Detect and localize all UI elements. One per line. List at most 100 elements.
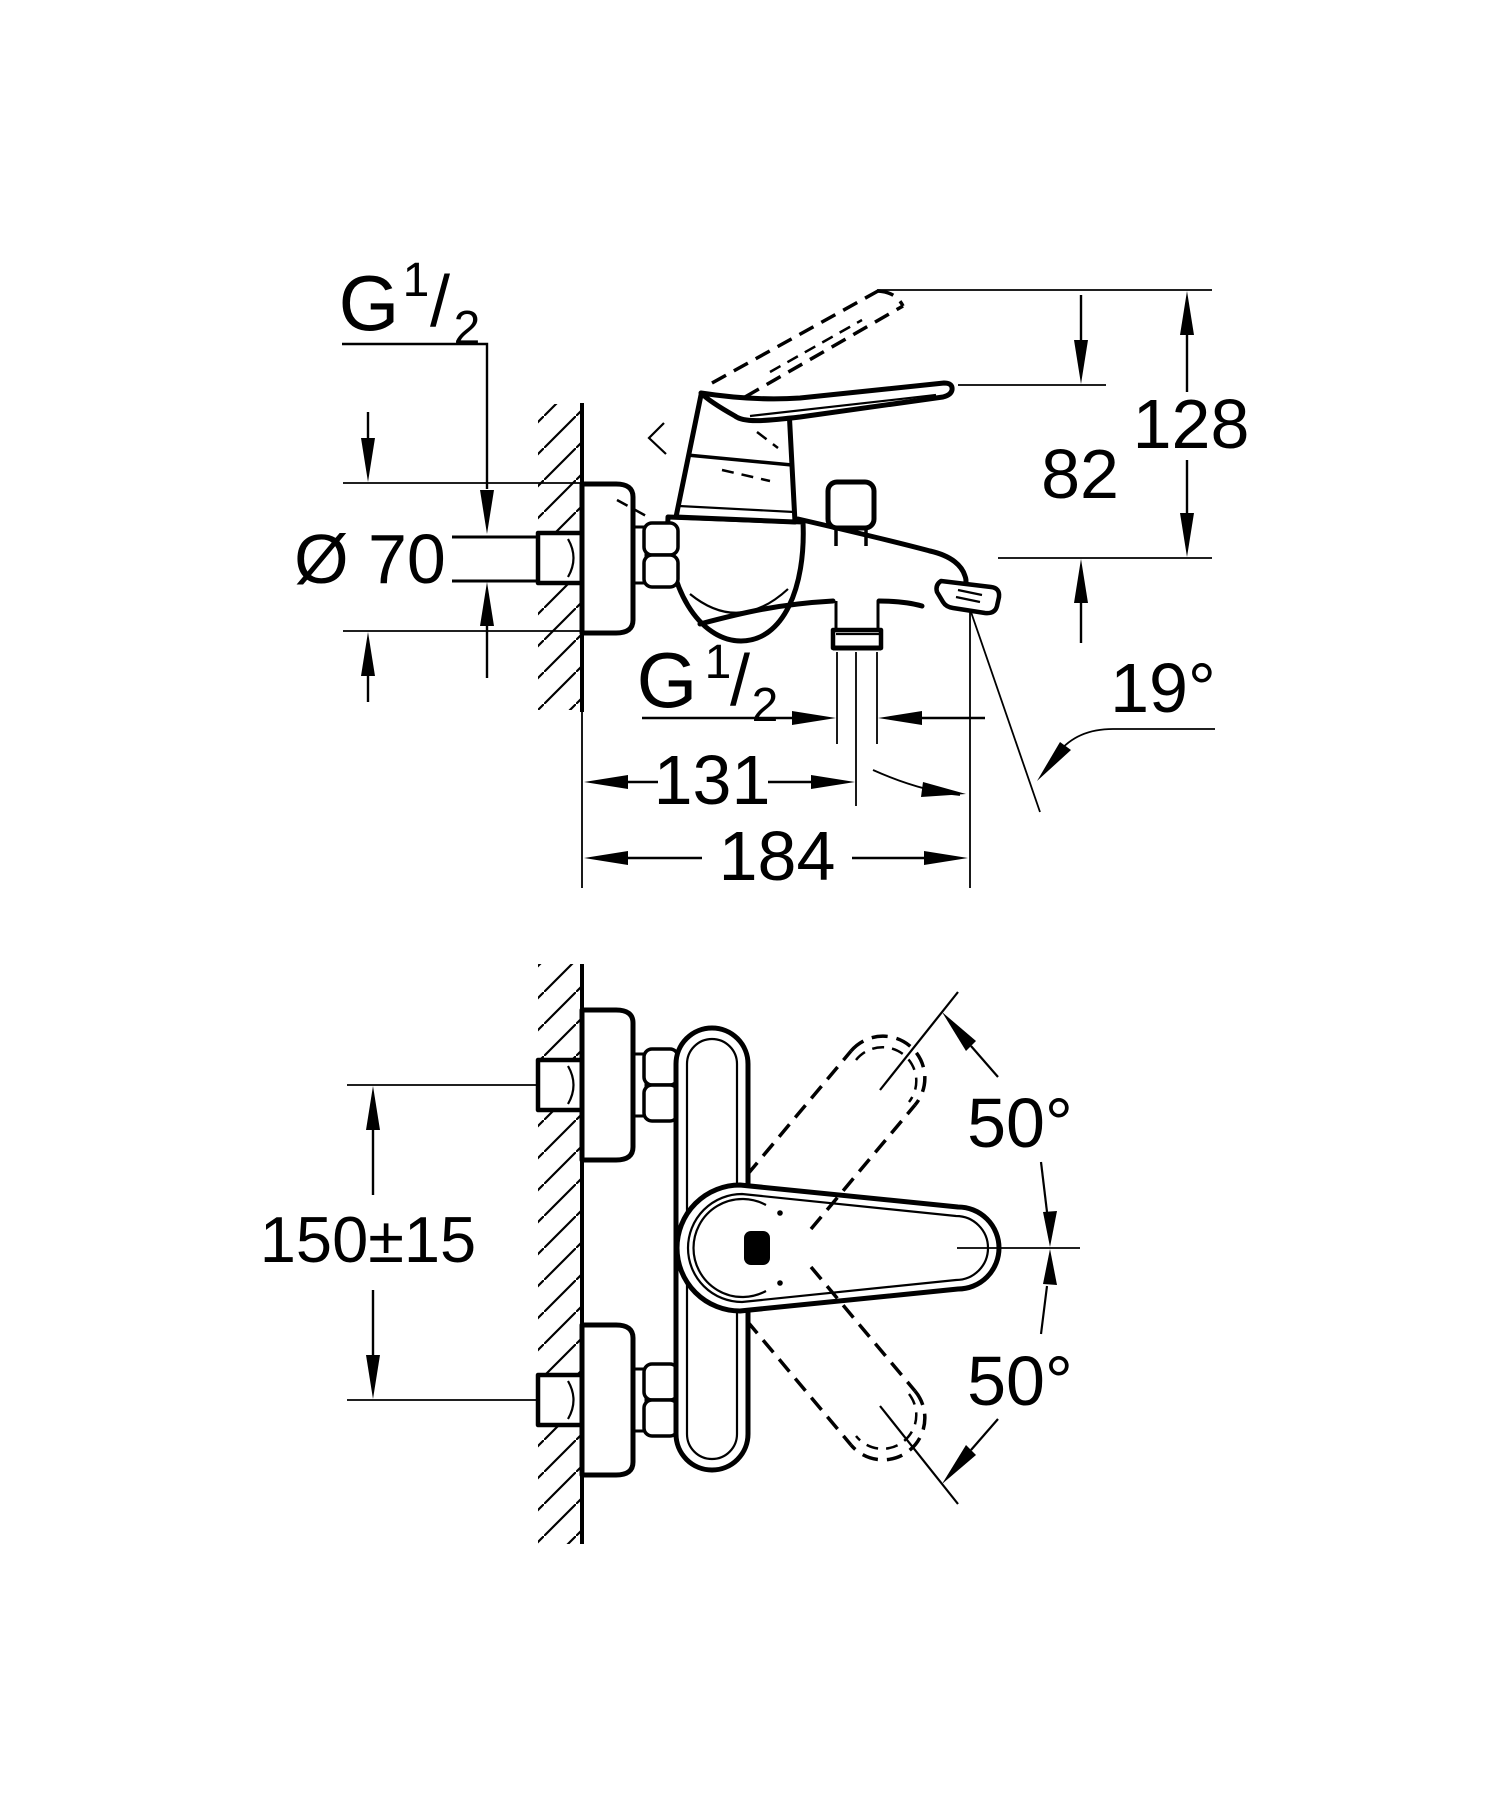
rotated-handle-lower-edge: [745, 1319, 853, 1447]
lever-handle-plan: [674, 1182, 1002, 1314]
arrowhead: [1037, 742, 1071, 781]
dimension-connection-spacing: 150±15: [260, 1086, 476, 1399]
height-handle-label: 82: [1041, 435, 1119, 513]
ghost-mark-left: [647, 422, 667, 455]
arrowhead: [584, 851, 628, 865]
dimension-height-handle: 82: [958, 295, 1119, 643]
dimension-depth-shower-outlet: 131: [584, 652, 857, 819]
thread-bottom-g: G: [637, 636, 698, 724]
lever-handle: [698, 380, 955, 424]
angle-leader: [1057, 728, 1215, 754]
rotated-handle-lower-edge: [809, 1265, 917, 1393]
height-total-label: 128: [1133, 385, 1250, 463]
plan-view: 50° 50° 150±15: [260, 964, 1080, 1544]
mixer-body: [665, 514, 806, 644]
dimension-swing-lower: 50°: [879, 1249, 1073, 1505]
skirt-seam-line: [686, 453, 793, 467]
spout-underside-left: [697, 598, 836, 627]
union-socket-cap: [567, 1065, 575, 1105]
arrowhead: [792, 711, 836, 725]
thread-bottom-numerator: 1: [705, 636, 732, 689]
handle-dot: [777, 1210, 783, 1216]
arrowhead: [366, 1086, 380, 1130]
raised-handle-mid-dash: [769, 318, 863, 374]
handle-dot: [777, 1280, 783, 1286]
spout-angle-line: [970, 611, 1041, 813]
depth-shower-outlet-label: 131: [654, 741, 771, 819]
hex-union-lower-facet: [642, 553, 680, 589]
dimension-spout-angle: 19°: [872, 610, 1216, 888]
arrowhead: [924, 851, 968, 865]
wall-flange: [579, 1322, 636, 1478]
leader-line: [970, 1418, 999, 1451]
flange-diameter-label: Ø 70: [294, 520, 446, 598]
depth-total-label: 184: [719, 817, 836, 895]
spout-underside-right: [876, 598, 925, 609]
arrowhead: [480, 490, 494, 534]
dimension-thread-bottom: G 1 / 2: [637, 636, 985, 744]
cartridge-cap-arc: [692, 1197, 767, 1299]
arrowhead: [361, 438, 375, 482]
dimension-swing-upper: 50°: [879, 991, 1073, 1247]
thread-top-g: G: [339, 259, 400, 347]
thread-top-leader: [342, 342, 489, 489]
ghost-dash-1: [721, 468, 771, 483]
union-socket: [535, 1057, 585, 1113]
thread-top-numerator: 1: [403, 254, 430, 307]
union-socket-cap: [567, 1380, 575, 1420]
rotated-handle-lower-cap: [849, 1389, 927, 1462]
union-socket: [535, 1372, 585, 1428]
lever-inner-line: [749, 393, 937, 418]
arrowhead: [878, 711, 922, 725]
flange-collar: [633, 1367, 648, 1433]
dimension-flange-diameter: Ø 70: [294, 412, 580, 702]
ghost-dash-2: [616, 498, 649, 519]
hex-union-facet: [642, 1398, 680, 1438]
union-socket-cap: [567, 538, 575, 578]
diverter-knob: [825, 479, 877, 531]
hex-union-facet: [642, 1083, 680, 1123]
dimension-height-total: 128: [877, 289, 1250, 559]
arrowhead: [366, 1355, 380, 1399]
arrowhead: [1180, 513, 1194, 557]
thread-bottom-slash: /: [730, 641, 750, 721]
swing-upper-label: 50°: [967, 1084, 1073, 1162]
raised-handle-tip-dash: [877, 289, 905, 307]
arc-line: [1039, 1161, 1049, 1213]
arrowhead: [1074, 340, 1088, 384]
lever-handle-plan-inner: [686, 1192, 990, 1304]
hex-union-upper-facet: [642, 521, 680, 557]
handle-logo-mark: [744, 1231, 770, 1265]
raised-handle-upper-dash: [711, 289, 879, 385]
diverter-knob-stem: [834, 528, 868, 546]
rotated-handle-upper-edge: [809, 1103, 917, 1231]
rotated-handle-lower-cap-inner: [855, 1393, 918, 1451]
arrowhead: [921, 782, 966, 797]
hex-union-facet: [642, 1362, 680, 1402]
side-view: G 1 / 2 Ø 70 82: [294, 254, 1249, 895]
wall-flange: [579, 481, 636, 636]
dimension-depth-total: 184: [584, 817, 968, 895]
hex-union-facet: [642, 1047, 680, 1087]
aerator-lines: [955, 588, 983, 604]
leader-line: [970, 1045, 999, 1078]
rotated-handle-upper-cap-inner: [855, 1045, 918, 1103]
arc-line: [1039, 1285, 1049, 1335]
arrowhead: [942, 1012, 976, 1051]
wall-hatch: [538, 964, 582, 1544]
flange-collar: [633, 525, 648, 585]
arrowhead: [584, 775, 628, 789]
arrowhead: [1043, 1249, 1057, 1285]
arrowhead: [1074, 559, 1088, 603]
spout-outlet-nozzle: [934, 578, 1002, 616]
arrowhead: [811, 775, 855, 789]
arrowhead: [942, 1445, 976, 1484]
swing-lower-label: 50°: [967, 1342, 1073, 1420]
wall-flange: [579, 1007, 636, 1163]
thread-top-denominator: 2: [454, 302, 481, 355]
thread-top-slash: /: [430, 262, 450, 342]
tangent-line: [879, 991, 959, 1091]
shower-stub-band: [830, 627, 884, 651]
